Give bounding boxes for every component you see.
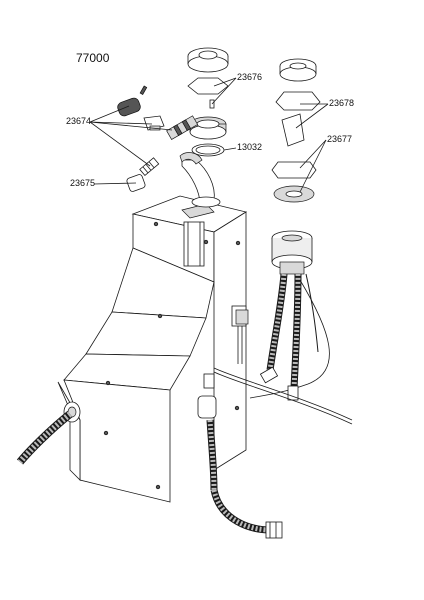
top-cap-right xyxy=(279,58,317,82)
callout-13032: 13032 xyxy=(237,142,262,152)
callout-23677: 23677 xyxy=(327,134,352,144)
octagonal-plate-right xyxy=(275,91,321,111)
valve-parts xyxy=(117,85,199,192)
braided-hose-left xyxy=(16,410,73,465)
spout xyxy=(179,152,221,208)
callout-23676: 23676 xyxy=(237,72,262,82)
hose-bracket xyxy=(231,305,249,364)
lever-insert xyxy=(281,113,305,147)
leader-lines xyxy=(89,77,329,193)
mixer-cartridge xyxy=(271,230,313,275)
faucet-body xyxy=(57,195,248,503)
model-number: 77000 xyxy=(76,51,110,65)
lower-hose xyxy=(197,373,283,539)
supply-hoses xyxy=(249,273,330,401)
callout-23675: 23675 xyxy=(70,178,95,188)
top-cap xyxy=(187,47,229,73)
square-gasket xyxy=(271,161,317,179)
retaining-nut xyxy=(189,116,227,140)
callout-23674: 23674 xyxy=(66,116,91,126)
tube xyxy=(213,367,353,421)
octagonal-plate xyxy=(187,77,229,95)
callout-23678: 23678 xyxy=(329,98,354,108)
